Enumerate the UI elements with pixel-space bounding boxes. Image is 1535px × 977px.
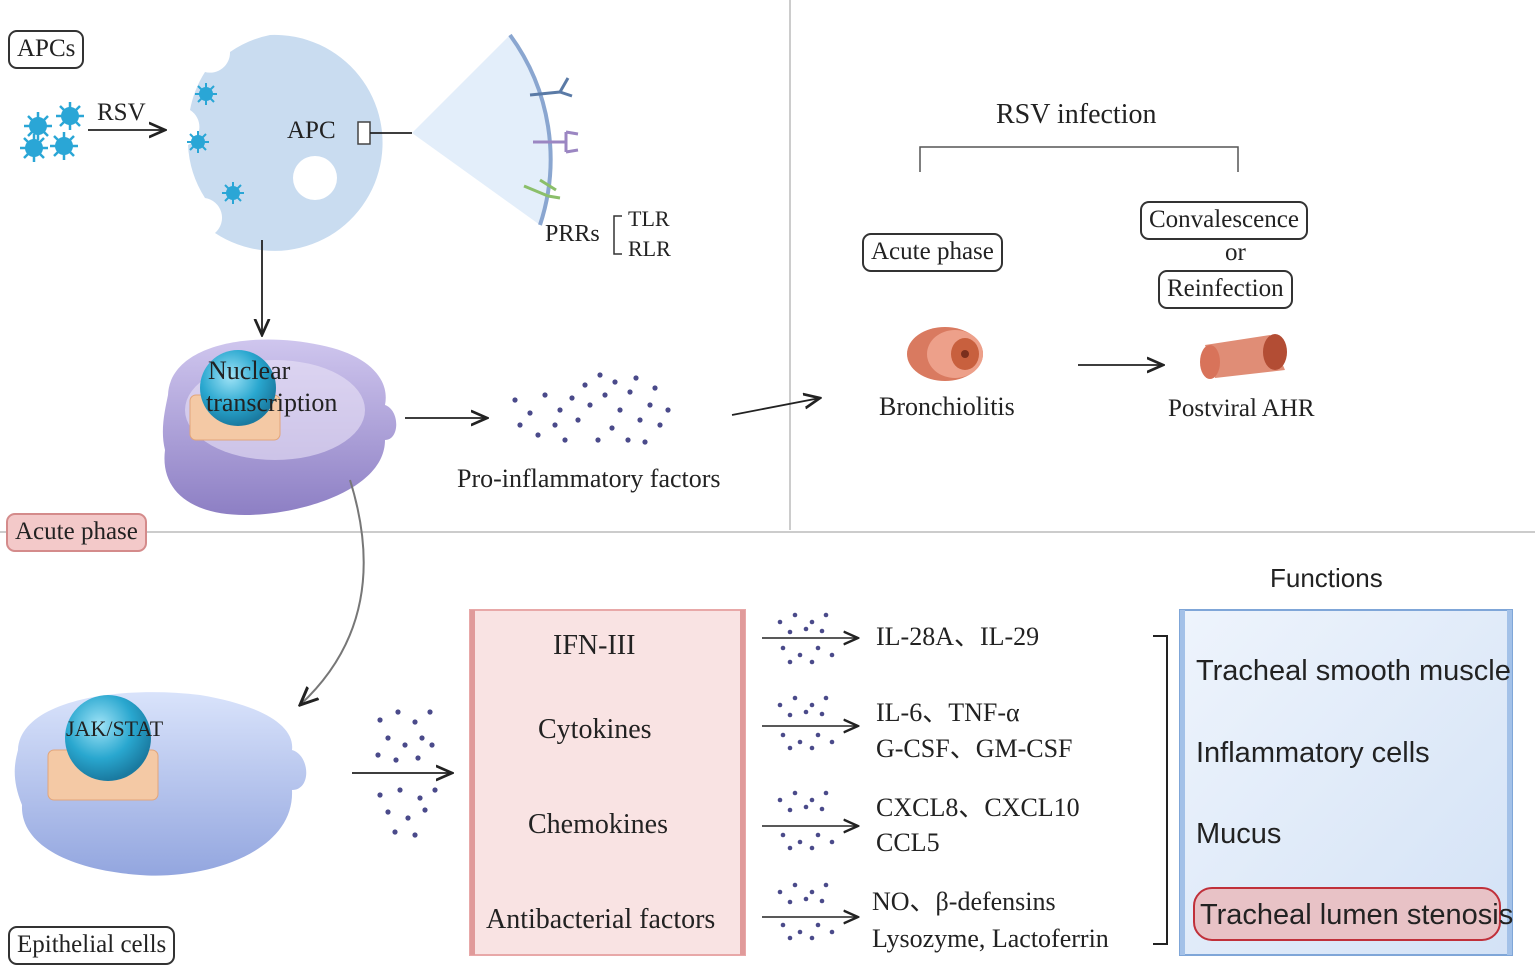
postviral-ahr-label: Postviral AHR [1168,395,1315,422]
factor-cytokines: Cytokines [538,714,652,745]
epithelial-cells-tag: Epithelial cells [8,926,176,965]
nuclear-label: Nuclear [208,356,291,385]
nuclear-cell [162,339,397,515]
factor-ifn-iii: IFN-III [553,630,636,661]
proinflammatory-dots [512,372,671,445]
output-arrows [762,612,858,941]
apcs-tag: APCs [8,30,85,69]
prr-receptor-icons [523,77,579,200]
prr-bracket [613,215,622,255]
tlr-label: TLR [628,206,670,231]
functions-title: Functions [1270,563,1383,593]
bronchiole-icon [907,327,983,381]
output-chemokines-1: CXCL8、CXCL10 [876,793,1080,822]
factor-box [469,609,746,956]
factor-antibacterial: Antibacterial factors [486,904,716,935]
apc-label: APC [287,117,336,144]
reinfection-box: Reinfection [1158,270,1293,309]
signal-dots [375,709,438,838]
acute-phase-box: Acute phase [862,233,1003,272]
factor-chemokines: Chemokines [528,809,668,840]
stenosis-highlight [1193,887,1501,941]
rsv-infection-title: RSV infection [996,99,1157,130]
rsv-label: RSV [97,99,146,126]
output-antibacterial-1: NO、β-defensins [872,887,1056,916]
function-mucus: Mucus [1196,818,1282,850]
ahr-airway-icon [1200,334,1287,379]
jak-stat-label: JAK/STAT [66,716,164,741]
function-smooth-muscle: Tracheal smooth muscle [1196,655,1511,687]
output-chemokines-2: CCL5 [876,828,940,857]
acute-phase-tag: Acute phase [6,513,147,552]
or-text: or [1225,239,1246,266]
bound-virus-icons [187,83,244,204]
bronchiolitis-label: Bronchiolitis [879,392,1015,421]
function-inflammatory-cells: Inflammatory cells [1196,737,1430,769]
epithelial-cell [14,692,307,876]
rlr-label: RLR [628,236,671,261]
proinflammatory-label: Pro-inflammatory factors [457,464,721,493]
output-antibacterial-2: Lysozyme, Lactoferrin [872,924,1109,953]
convalescence-box: Convalescence [1140,201,1308,240]
rsv-virus-cluster [20,102,84,162]
prrs-label: PRRs [545,221,600,247]
membrane-zoom-fan [412,35,551,225]
function-lumen-stenosis: Tracheal lumen stenosis [1200,899,1514,931]
infection-bracket [919,146,1239,172]
output-ifn: IL-28A、IL-29 [876,622,1040,651]
factors-to-infection-arrow [731,398,820,416]
output-cytokines-2: G-CSF、GM-CSF [876,734,1073,763]
output-cytokines-1: IL-6、TNF-α [876,698,1020,727]
outputs-bracket [1153,635,1168,945]
transcription-label: transcription [206,388,338,417]
acute-to-epithelial-arrow [300,479,365,705]
